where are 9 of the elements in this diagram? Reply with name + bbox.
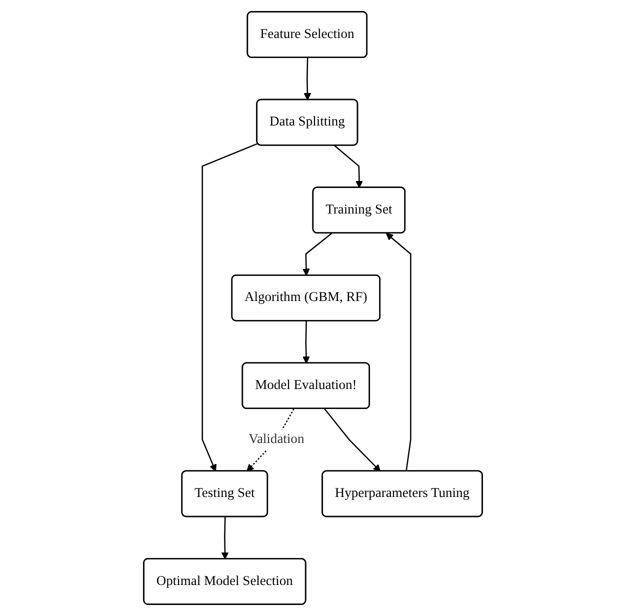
arrow — [302, 321, 310, 364]
arrow — [220, 516, 228, 560]
arrow — [385, 232, 411, 472]
arrow — [201, 142, 258, 472]
arrow — [334, 145, 362, 188]
arrow — [302, 232, 332, 276]
edge-label: Validation — [248, 432, 304, 446]
arrow — [324, 408, 380, 472]
arrow — [303, 58, 311, 100]
